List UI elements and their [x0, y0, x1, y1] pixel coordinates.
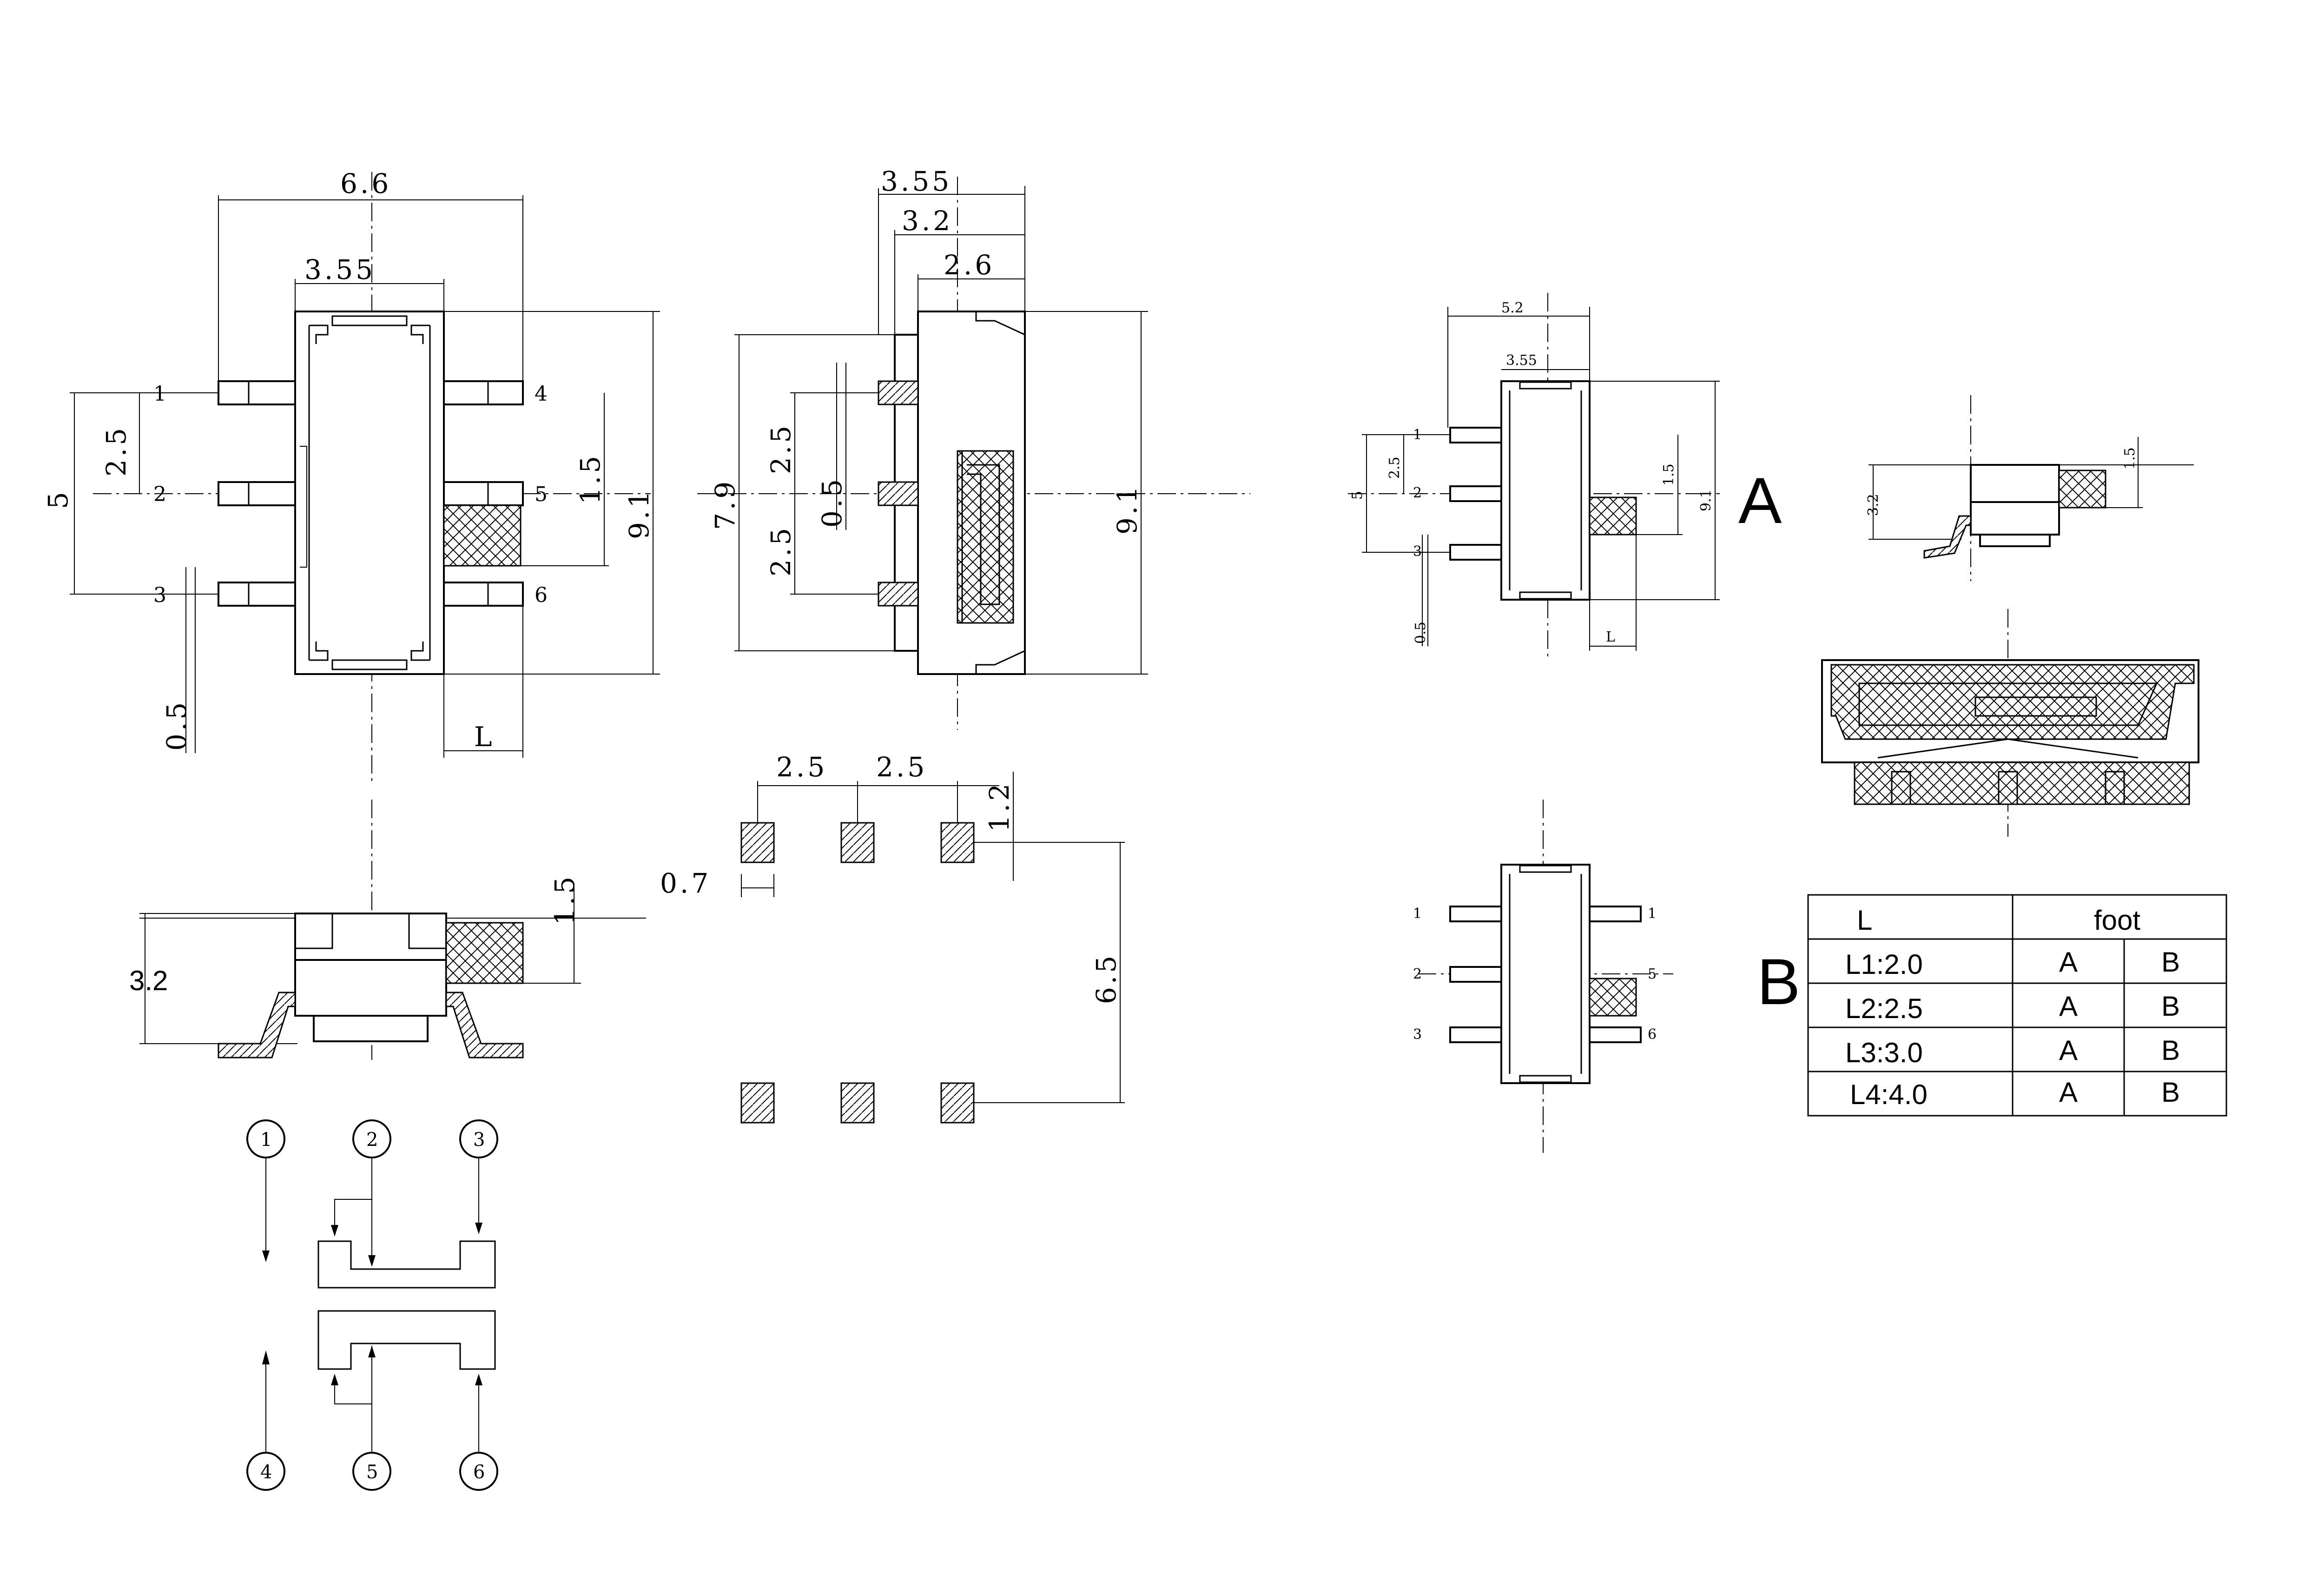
- side-view: 3.55 3.2 2.6 7.9 2.5 2.5 0.5: [697, 165, 1250, 730]
- foot-table: L foot L1:2.0 A B L2:2.5 A B L3:3.0 A B …: [1807, 894, 2227, 1117]
- front-view: 6.6 3.55 1 2 3 4 5 6: [42, 168, 660, 781]
- variant-b-label: B: [1757, 945, 1800, 1018]
- table-row-3-l: L3:3.0: [1845, 1037, 1923, 1068]
- a-pin-label-3: 3: [1413, 543, 1422, 560]
- dim-height: 9.1: [623, 488, 655, 539]
- dim-lead-width: 0.5: [161, 700, 192, 751]
- dim-pitch-top: 2.5: [765, 423, 797, 474]
- a-pin-label-2: 2: [1413, 485, 1422, 501]
- b-pin-label-r6: 6: [1648, 1026, 1657, 1043]
- b-pin-label-r5: 5: [1648, 966, 1657, 982]
- dim-pad-pitch-a: 2.5: [776, 751, 827, 783]
- table-row-3-b: B: [2161, 1035, 2180, 1066]
- dim-pad-length: 1.2: [984, 781, 1015, 832]
- dim-pitch: 2.5: [100, 425, 132, 476]
- dim-row-spacing: 6.5: [1090, 953, 1122, 1004]
- table-row-1-l: L1:2.0: [1845, 949, 1923, 980]
- dim-a-span: 5: [1349, 491, 1366, 500]
- dim-slider: 1.5: [574, 453, 606, 504]
- table-row-2-b: B: [2161, 991, 2180, 1022]
- b-pin-label-r1: 1: [1648, 906, 1657, 922]
- terminal-3-label: 3: [473, 1129, 485, 1151]
- dim-pad-width: 0.7: [660, 867, 711, 899]
- table-row-4-a: A: [2059, 1077, 2078, 1108]
- dim-a-profile-height: 3.2: [1865, 494, 1882, 516]
- dim-total-height: 9.1: [1111, 483, 1143, 535]
- table-header-l: L: [1857, 905, 1872, 936]
- table-row-3-a: A: [2059, 1035, 2078, 1066]
- dim-a-height: 9.1: [1698, 489, 1714, 511]
- dim-body-width: 3.55: [304, 254, 376, 285]
- dim-a-lead-width: 0.5: [1413, 622, 1429, 644]
- b-pin-label-3: 3: [1413, 1026, 1422, 1043]
- dim-side-lead-width: 0.5: [816, 476, 848, 528]
- circuit-diagram: 1 2 3 4 5 6: [246, 1119, 498, 1491]
- table-row-2-a: A: [2059, 991, 2078, 1022]
- dim-a-body-width: 3.55: [1506, 352, 1537, 369]
- dim-depth-total: 3.55: [881, 165, 952, 197]
- terminal-5-label: 5: [366, 1462, 378, 1483]
- table-row-1-b: B: [2161, 946, 2180, 978]
- pin-label-4: 4: [535, 382, 548, 406]
- table-row-4-l: L4:4.0: [1850, 1079, 1928, 1110]
- table-row-1-a: A: [2059, 946, 2078, 978]
- dim-pitch-bottom: 2.5: [765, 525, 797, 576]
- dim-a-width: 5.2: [1501, 300, 1524, 316]
- pin-label-3: 3: [153, 583, 166, 607]
- variant-a-view: 5.2 3.55 1 2 3 5 2.5 0.5 1.5 9.1 L: [1348, 293, 1782, 660]
- table-header-foot: foot: [2094, 905, 2140, 936]
- pin-label-2: 2: [153, 483, 166, 506]
- pin-label-5: 5: [535, 483, 548, 506]
- variant-a-label: A: [1738, 464, 1782, 537]
- section-view: [1821, 609, 2199, 837]
- pad-layout: 2.5 2.5 1.2 0.7 6.5: [660, 751, 1125, 1124]
- dim-lead-length: L: [474, 721, 495, 753]
- profile-view: 3.2 1.5: [129, 800, 646, 1060]
- dim-outer-height: 7.9: [709, 479, 741, 530]
- b-pin-label-1: 1: [1413, 906, 1422, 922]
- dim-profile-slider: 1.5: [549, 874, 581, 925]
- table-row-4-b: B: [2161, 1077, 2180, 1108]
- pin-label-1: 1: [153, 382, 166, 406]
- variant-b-view: 1 2 3 1 5 6 B: [1413, 800, 1800, 1153]
- dim-a-profile-slider: 1.5: [2122, 447, 2138, 470]
- dim-a-slider: 1.5: [1661, 463, 1677, 486]
- terminal-6-label: 6: [473, 1462, 485, 1483]
- table-row-2-l: L2:2.5: [1845, 993, 1923, 1024]
- terminal-1-label: 1: [260, 1129, 272, 1151]
- dim-a-lead-length: L: [1606, 629, 1615, 645]
- dim-profile-height: 3.2: [129, 965, 168, 996]
- dim-width: 6.6: [340, 168, 391, 199]
- dim-depth-body: 3.2: [902, 205, 953, 237]
- b-pin-label-2: 2: [1413, 966, 1422, 982]
- terminal-2-label: 2: [366, 1129, 378, 1151]
- dim-a-pitch: 2.5: [1386, 457, 1403, 479]
- pin-label-6: 6: [535, 583, 548, 607]
- variant-a-profile: 3.2 1.5: [1865, 395, 2194, 581]
- terminal-4-label: 4: [260, 1462, 272, 1483]
- dim-depth-base: 2.6: [944, 249, 995, 281]
- dim-pad-pitch-b: 2.5: [876, 751, 927, 783]
- dim-span: 5: [42, 489, 74, 509]
